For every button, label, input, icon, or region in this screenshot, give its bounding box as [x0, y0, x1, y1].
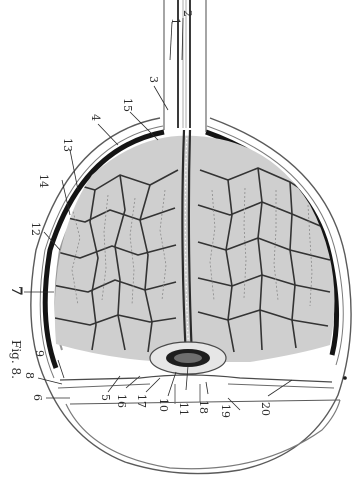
label-4: 4 [89, 114, 102, 121]
label-6: 6 [31, 394, 44, 401]
label-1: 1 [169, 18, 182, 25]
label-15: 15 [121, 98, 134, 112]
label-3: 3 [147, 76, 160, 83]
label-8: 8 [23, 372, 36, 379]
label-10: 10 [157, 398, 170, 412]
label-19: 19 [219, 404, 232, 418]
label-17: 17 [135, 394, 148, 408]
label-14: 14 [37, 174, 50, 188]
ink-speck [343, 376, 347, 380]
label-7: 7 [8, 286, 24, 296]
label-20: 20 [259, 402, 272, 416]
label-2: 2 [181, 10, 194, 17]
label-11: 11 [177, 402, 190, 416]
label-9: 9 [33, 350, 46, 357]
label-12: 12 [29, 222, 42, 236]
label-16: 16 [115, 394, 128, 408]
label-18: 18 [197, 400, 210, 414]
label-13: 13 [61, 138, 74, 152]
label-5: 5 [99, 394, 112, 401]
figure-caption: Fig. 8. [9, 340, 23, 379]
